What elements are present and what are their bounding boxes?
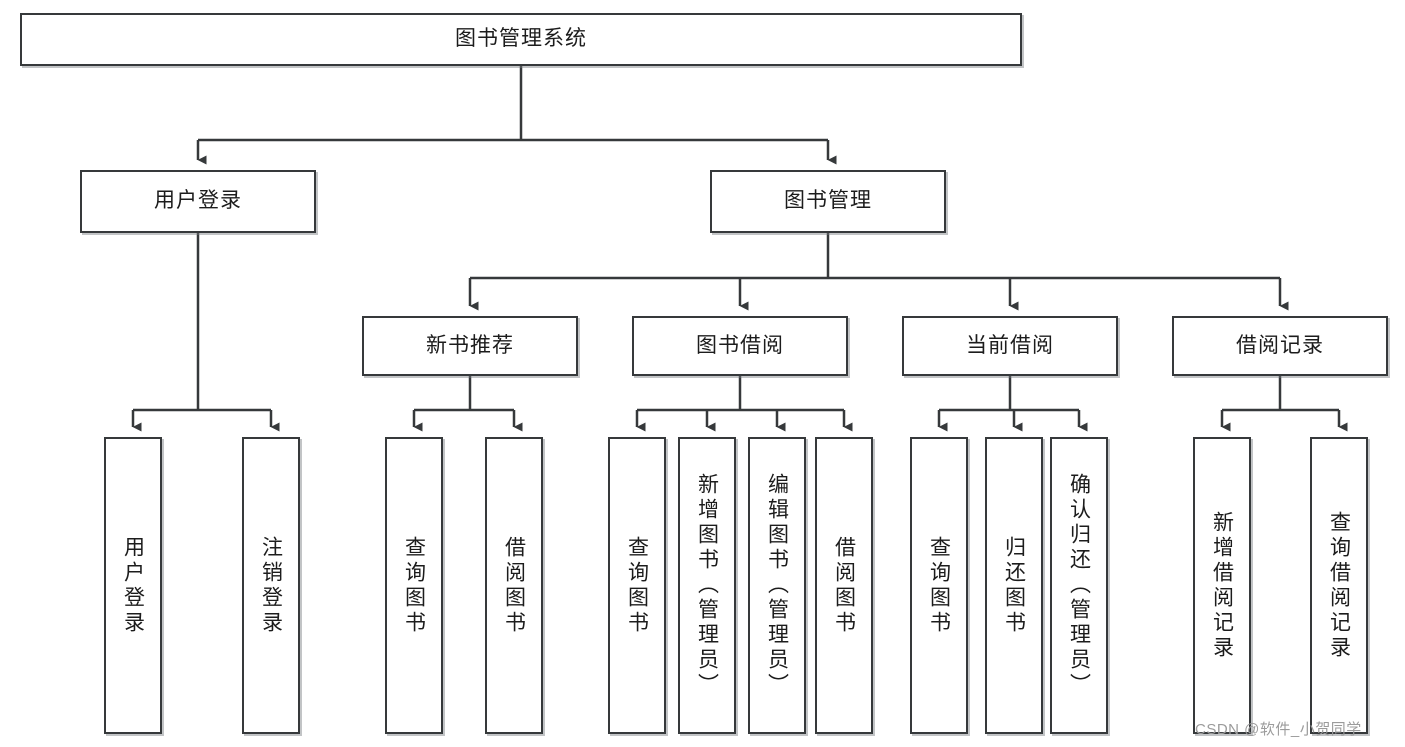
node-leaf-query-book-3[interactable]: 查询图书 [910,437,968,734]
node-current-borrow[interactable]: 当前借阅 [902,316,1118,376]
node-label: 新增借阅记录 [1210,510,1234,661]
node-leaf-user-login[interactable]: 用户登录 [104,437,162,734]
node-book-manage[interactable]: 图书管理 [710,170,946,233]
node-label: 当前借阅 [966,333,1054,357]
node-label: 查询图书 [625,535,649,636]
node-borrow-record[interactable]: 借阅记录 [1172,316,1388,376]
node-label: 图书借阅 [696,333,784,357]
node-label: 借阅图书 [502,535,526,636]
node-label: 用户登录 [154,189,242,213]
node-leaf-borrow-book-1[interactable]: 借阅图书 [485,437,543,734]
node-label: 新书推荐 [426,333,514,357]
edge-group [131,66,1348,432]
node-label: 新增图书（管理员） [695,473,719,698]
node-leaf-return-book[interactable]: 归还图书 [985,437,1043,734]
node-label: 注销登录 [259,535,283,636]
node-label: 用户登录 [121,535,145,636]
node-label: 图书管理系统 [455,27,587,51]
node-user-login[interactable]: 用户登录 [80,170,316,233]
node-label: 借阅图书 [832,535,856,636]
node-leaf-logout[interactable]: 注销登录 [242,437,300,734]
node-leaf-query-book-1[interactable]: 查询图书 [385,437,443,734]
watermark-text: CSDN @软件_小贺同学 [1195,721,1362,738]
node-leaf-add-record[interactable]: 新增借阅记录 [1193,437,1251,734]
node-label: 查询图书 [927,535,951,636]
node-leaf-edit-book[interactable]: 编辑图书（管理员） [748,437,806,734]
node-label: 确认归还（管理员） [1067,473,1091,698]
node-leaf-query-record[interactable]: 查询借阅记录 [1310,437,1368,734]
node-label: 查询借阅记录 [1327,510,1351,661]
node-leaf-borrow-book-2[interactable]: 借阅图书 [815,437,873,734]
node-label: 编辑图书（管理员） [765,473,789,698]
node-book-borrow[interactable]: 图书借阅 [632,316,848,376]
node-label: 查询图书 [402,535,426,636]
node-root[interactable]: 图书管理系统 [20,13,1022,66]
node-label: 归还图书 [1002,535,1026,636]
node-label: 图书管理 [784,189,872,213]
node-leaf-query-book-2[interactable]: 查询图书 [608,437,666,734]
node-leaf-add-book[interactable]: 新增图书（管理员） [678,437,736,734]
node-new-book-recommend[interactable]: 新书推荐 [362,316,578,376]
node-label: 借阅记录 [1236,333,1324,357]
node-leaf-confirm-return[interactable]: 确认归还（管理员） [1050,437,1108,734]
